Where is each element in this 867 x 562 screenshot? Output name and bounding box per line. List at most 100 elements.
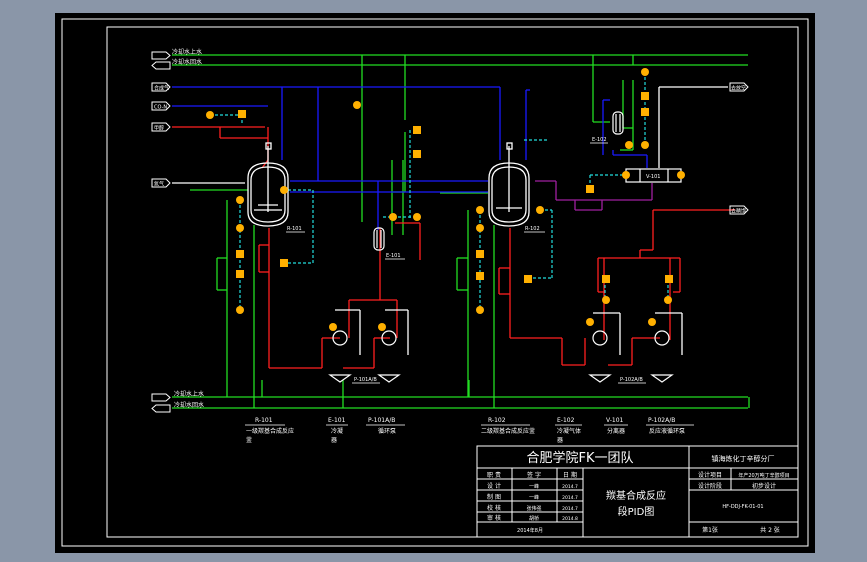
gas-feed-lines (172, 86, 648, 230)
drawing-number: HF-DDJ-FK-01-01 (722, 504, 763, 510)
svg-text:分离器: 分离器 (607, 427, 625, 435)
arrow-inlet-1 (151, 82, 171, 92)
equipment-legend: R-101 一级羰基合成反应 釜 E-101 冷凝 器 P-101A/B 循环泵… (245, 417, 694, 444)
legend-item: E-102 冷凝气体 器 (555, 417, 582, 444)
svg-text:张伟强: 张伟强 (526, 505, 541, 512)
header-role: 职 责 (487, 471, 501, 479)
svg-text:R-102: R-102 (488, 417, 506, 424)
label-cw-supply-top: 冷却水上水 (172, 48, 202, 56)
stage-label: 设计阶段 (698, 482, 722, 490)
svg-text:釜: 釜 (246, 436, 252, 444)
drawing-title-line1: 羰基合成反应 (606, 489, 666, 502)
svg-text:一峰: 一峰 (529, 483, 539, 490)
svg-text:器: 器 (557, 437, 563, 444)
tag-p101: P-101A/B (354, 377, 377, 383)
pumps-p102[interactable] (588, 330, 674, 383)
arrow-cw-supply-bottom (151, 393, 171, 402)
tag-e101: E-101 (386, 253, 401, 259)
reactor-r102[interactable] (488, 142, 530, 227)
vent-line (535, 180, 653, 211)
tag-r102: R-102 (525, 226, 540, 232)
title-company: 镇海炼化丁辛醇分厂 (712, 454, 775, 463)
svg-text:胡桥: 胡桥 (529, 515, 539, 522)
label-cw-return-top: 冷却水回水 (172, 58, 202, 66)
title-block (476, 445, 799, 538)
outlet-label-vent: 去放空 (731, 85, 746, 92)
process-lines (172, 126, 735, 369)
outer-border (61, 18, 809, 547)
svg-text:V-101: V-101 (606, 417, 624, 424)
drawing-frame (106, 26, 799, 538)
svg-text:P-101A/B: P-101A/B (368, 417, 395, 424)
svg-text:校 核: 校 核 (487, 504, 501, 512)
stage-value: 初步设计 (752, 482, 776, 490)
drawing-title-line2: 段PID图 (618, 505, 655, 518)
arrow-cw-return-top (151, 61, 171, 70)
svg-text:E-102: E-102 (557, 417, 575, 424)
label-cw-supply-bottom: 冷却水上水 (174, 390, 204, 398)
tag-underlines (286, 142, 646, 384)
legend-item: R-101 一级羰基合成反应 釜 (245, 417, 294, 444)
instrument-bubbles (206, 68, 685, 331)
tag-v101: V-101 (646, 174, 660, 180)
svg-text:2014.7: 2014.7 (562, 495, 578, 501)
svg-text:设 计: 设 计 (487, 482, 501, 490)
svg-text:P-102A/B: P-102A/B (648, 417, 675, 424)
tag-p102: P-102A/B (620, 377, 643, 383)
legend-item: P-102A/B 反应液循环泵 (646, 417, 694, 435)
sheet-total: 共 2 张 (760, 526, 780, 534)
arrow-cw-supply-top (151, 51, 171, 60)
legend-item: P-101A/B 循环泵 (366, 417, 405, 435)
footer-date: 2014年8月 (517, 527, 543, 534)
svg-text:制 图: 制 图 (487, 493, 501, 501)
project-label: 设计项目 (698, 471, 722, 479)
sheet-background (55, 13, 815, 553)
project-value: 年产20万吨丁辛醇项目 (738, 472, 789, 479)
condenser-e101[interactable] (373, 227, 385, 251)
svg-text:一峰: 一峰 (529, 494, 539, 501)
legend-item: V-101 分离器 (604, 417, 628, 435)
svg-text:冷凝气体: 冷凝气体 (557, 427, 581, 435)
signature-row: 审 核 胡桥 2014.8 (487, 514, 578, 522)
svg-text:二级羰基合成反应釜: 二级羰基合成反应釜 (481, 427, 535, 435)
svg-text:2014.8: 2014.8 (562, 516, 578, 522)
arrow-cw-return-bottom (151, 404, 171, 413)
arrow-outlet-2 (729, 205, 749, 215)
auxiliary-lines (172, 86, 728, 355)
outlet-label-distill: 去精馏 (731, 208, 746, 215)
header-name: 签 字 (527, 471, 541, 479)
inlet-label-methanol: 甲醇 (154, 125, 164, 132)
signature-row: 校 核 张伟强 2014.7 (487, 504, 578, 512)
condenser-e102[interactable] (612, 111, 624, 135)
arrow-inlet-3 (151, 122, 171, 132)
tag-e102: E-102 (592, 137, 607, 143)
svg-text:E-101: E-101 (328, 417, 346, 424)
svg-text:审 核: 审 核 (487, 514, 501, 522)
label-cw-return-bottom: 冷却水回水 (174, 401, 204, 409)
svg-text:循环泵: 循环泵 (378, 427, 396, 435)
arrow-outlet-1 (729, 82, 749, 92)
inlet-label-nitrogen: 氮气 (154, 181, 164, 188)
title-team: 合肥学院FK一团队 (526, 450, 633, 466)
svg-text:R-101: R-101 (255, 417, 273, 424)
svg-text:一级羰基合成反应: 一级羰基合成反应 (246, 427, 294, 435)
svg-text:反应液循环泵: 反应液循环泵 (649, 427, 685, 435)
signature-row: 设 计 一峰 2014.7 (487, 482, 578, 490)
header-date: 日 期 (563, 471, 577, 479)
tag-r101: R-101 (287, 226, 302, 232)
arrow-inlet-4 (151, 178, 171, 188)
inlet-label-syngas: 合成气 (154, 85, 169, 92)
inlet-label-co: CO-N (154, 105, 167, 111)
legend-item: E-101 冷凝 器 (326, 417, 348, 444)
pumps-p101[interactable] (328, 330, 401, 383)
legend-item: R-102 二级羰基合成反应釜 (481, 417, 535, 435)
sheet-number: 第1张 (702, 526, 718, 534)
svg-text:冷凝: 冷凝 (331, 427, 343, 435)
signature-row: 制 图 一峰 2014.7 (487, 493, 578, 501)
svg-text:器: 器 (331, 437, 337, 444)
reactor-r101[interactable] (247, 142, 289, 227)
svg-text:2014.7: 2014.7 (562, 506, 578, 512)
svg-text:2014.7: 2014.7 (562, 484, 578, 490)
arrow-inlet-2 (151, 101, 171, 111)
